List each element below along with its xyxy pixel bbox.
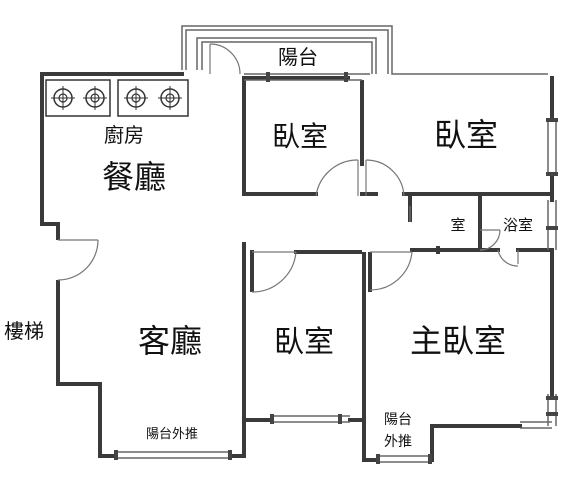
windows [114,72,558,464]
interior-walls [242,76,554,422]
burner-icon [124,86,148,110]
label-bathroom: 浴室 [503,216,533,234]
label-bedroom-3: 臥室 [274,325,334,360]
label-balcony-living: 陽台外推 [146,427,198,442]
stove [45,79,189,117]
label-small-room: 室 [450,216,465,234]
label-dining: 餐廳 [102,158,166,196]
label-balcony-master-1: 陽台 [384,412,412,428]
room-labels: 陽台 廚房 餐廳 臥室 臥室 室 浴室 樓梯 客廳 臥室 主臥室 陽台外推 陽台… [4,45,533,450]
label-master: 主臥室 [410,322,506,360]
burner-icon [51,86,75,110]
doors [57,43,519,293]
label-living: 客廳 [138,322,202,360]
label-bedroom-1: 臥室 [272,120,328,153]
label-bedroom-2: 臥室 [434,116,498,154]
outer-walls [40,72,554,462]
burner-icon [158,86,182,110]
burner-icon [83,86,107,110]
stove-panel-left [45,79,111,117]
label-kitchen: 廚房 [104,123,144,147]
label-stairs: 樓梯 [4,319,44,343]
label-balcony-top: 陽台 [278,45,318,69]
balcony-top-shell [181,25,548,75]
stove-panel-right [117,79,189,117]
label-balcony-master-2: 外推 [384,434,412,450]
